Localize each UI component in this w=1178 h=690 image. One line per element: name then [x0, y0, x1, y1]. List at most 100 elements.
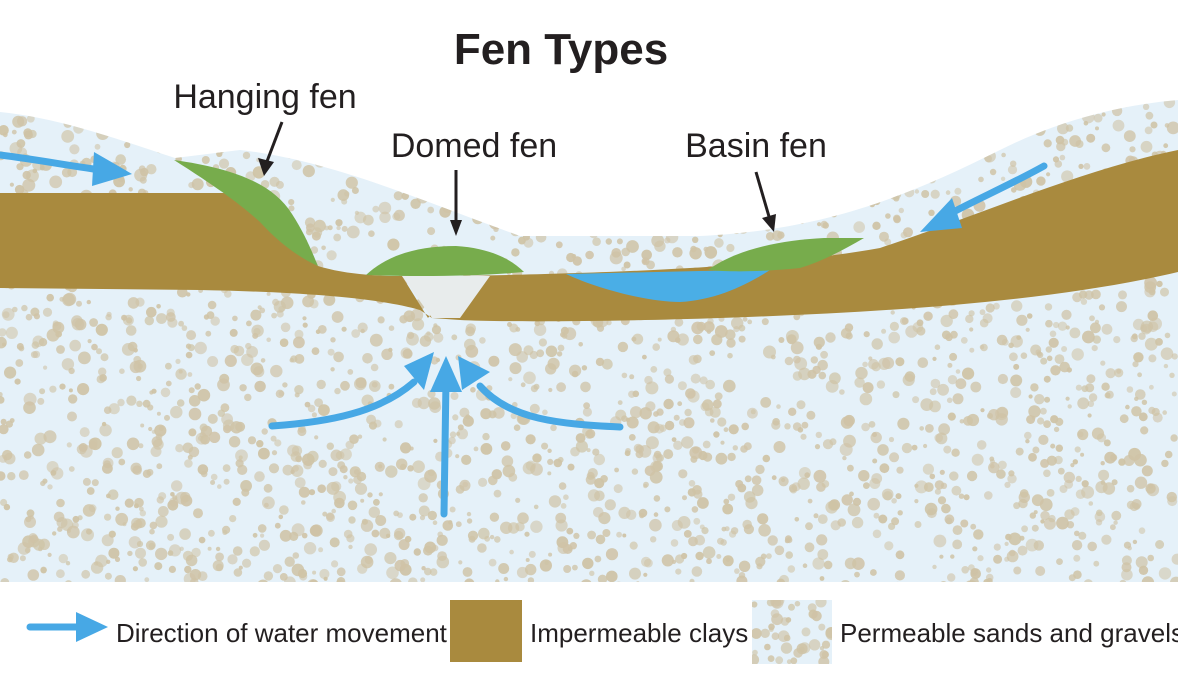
pebble — [920, 398, 934, 411]
pebble — [257, 305, 262, 310]
pebble — [761, 318, 769, 326]
pebble — [119, 368, 125, 375]
pebble — [614, 180, 622, 188]
pebble — [671, 139, 679, 147]
pebble — [566, 159, 575, 168]
pebble — [608, 214, 616, 222]
pebble — [171, 480, 183, 492]
pebble — [812, 557, 825, 570]
pebble — [802, 563, 808, 568]
pebble — [623, 100, 635, 109]
pebble — [839, 580, 851, 582]
pebble — [693, 334, 703, 345]
pebble — [142, 105, 146, 109]
pebble — [693, 447, 700, 454]
pebble — [701, 109, 709, 117]
pebble — [606, 570, 618, 582]
pebble — [616, 531, 622, 538]
pebble — [522, 233, 531, 241]
pebble — [904, 371, 916, 382]
pebble — [522, 461, 536, 475]
pebble — [345, 440, 355, 450]
pebble — [970, 523, 977, 530]
pebble — [274, 439, 282, 447]
pebble — [432, 520, 438, 525]
pebble — [222, 525, 231, 535]
pebble — [216, 117, 223, 124]
pebble — [948, 101, 960, 114]
pebble — [178, 320, 185, 327]
pebble — [1135, 389, 1146, 400]
pebble — [68, 394, 78, 404]
pebble — [549, 119, 557, 127]
pebble — [844, 100, 852, 106]
pebble — [762, 454, 771, 463]
pebble — [1057, 122, 1069, 135]
pebble — [312, 570, 317, 575]
pebble — [469, 209, 475, 215]
pebble — [329, 537, 340, 548]
pebble — [819, 576, 825, 581]
pebble — [139, 176, 147, 184]
pebble — [508, 472, 518, 482]
pebble — [675, 568, 682, 575]
pebble — [461, 169, 474, 181]
pebble — [816, 534, 828, 546]
pebble — [167, 550, 174, 556]
pebble — [566, 252, 576, 263]
pebble — [990, 124, 998, 132]
pebble — [235, 459, 244, 468]
pebble — [872, 221, 881, 230]
pebble — [1118, 290, 1127, 300]
pebble — [72, 515, 80, 523]
pebble — [688, 480, 696, 487]
pebble — [965, 131, 973, 140]
pebble — [847, 503, 861, 517]
pebble — [836, 137, 845, 145]
pebble — [76, 300, 82, 307]
pebble — [667, 330, 680, 343]
pebble — [227, 554, 238, 565]
pebble — [1096, 509, 1103, 517]
pebble — [873, 197, 881, 206]
pebble — [513, 424, 521, 432]
pebble — [973, 529, 984, 540]
pebble — [777, 180, 790, 193]
pebble — [1047, 107, 1060, 119]
pebble — [152, 439, 164, 450]
pebble — [591, 220, 604, 233]
pebble — [288, 205, 295, 212]
pebble — [544, 560, 549, 566]
pebble — [1140, 140, 1153, 153]
pebble — [748, 103, 759, 113]
pebble — [1170, 434, 1178, 442]
pebble — [563, 565, 572, 573]
pebble — [1038, 115, 1051, 129]
pebble — [952, 539, 963, 550]
pebble — [744, 475, 752, 483]
pebble — [1050, 365, 1061, 376]
pebble — [926, 173, 937, 184]
pebble — [0, 498, 8, 507]
pebble — [575, 440, 589, 453]
pebble — [463, 200, 472, 210]
pebble — [668, 133, 679, 144]
pebble — [530, 385, 539, 393]
pebble — [20, 100, 34, 108]
pebble — [135, 547, 146, 559]
pebble — [327, 348, 335, 356]
pebble — [258, 539, 270, 551]
pebble — [555, 241, 563, 249]
pebble — [156, 463, 163, 470]
pebble — [572, 564, 578, 571]
pebble — [430, 356, 439, 365]
pebble — [863, 331, 870, 338]
pebble — [1089, 315, 1095, 322]
pebble — [1148, 354, 1157, 363]
pebble — [413, 548, 421, 556]
pebble — [673, 185, 681, 193]
pebble — [996, 469, 1006, 479]
pebble — [509, 210, 517, 217]
pebble — [921, 190, 930, 198]
pebble — [862, 382, 874, 394]
